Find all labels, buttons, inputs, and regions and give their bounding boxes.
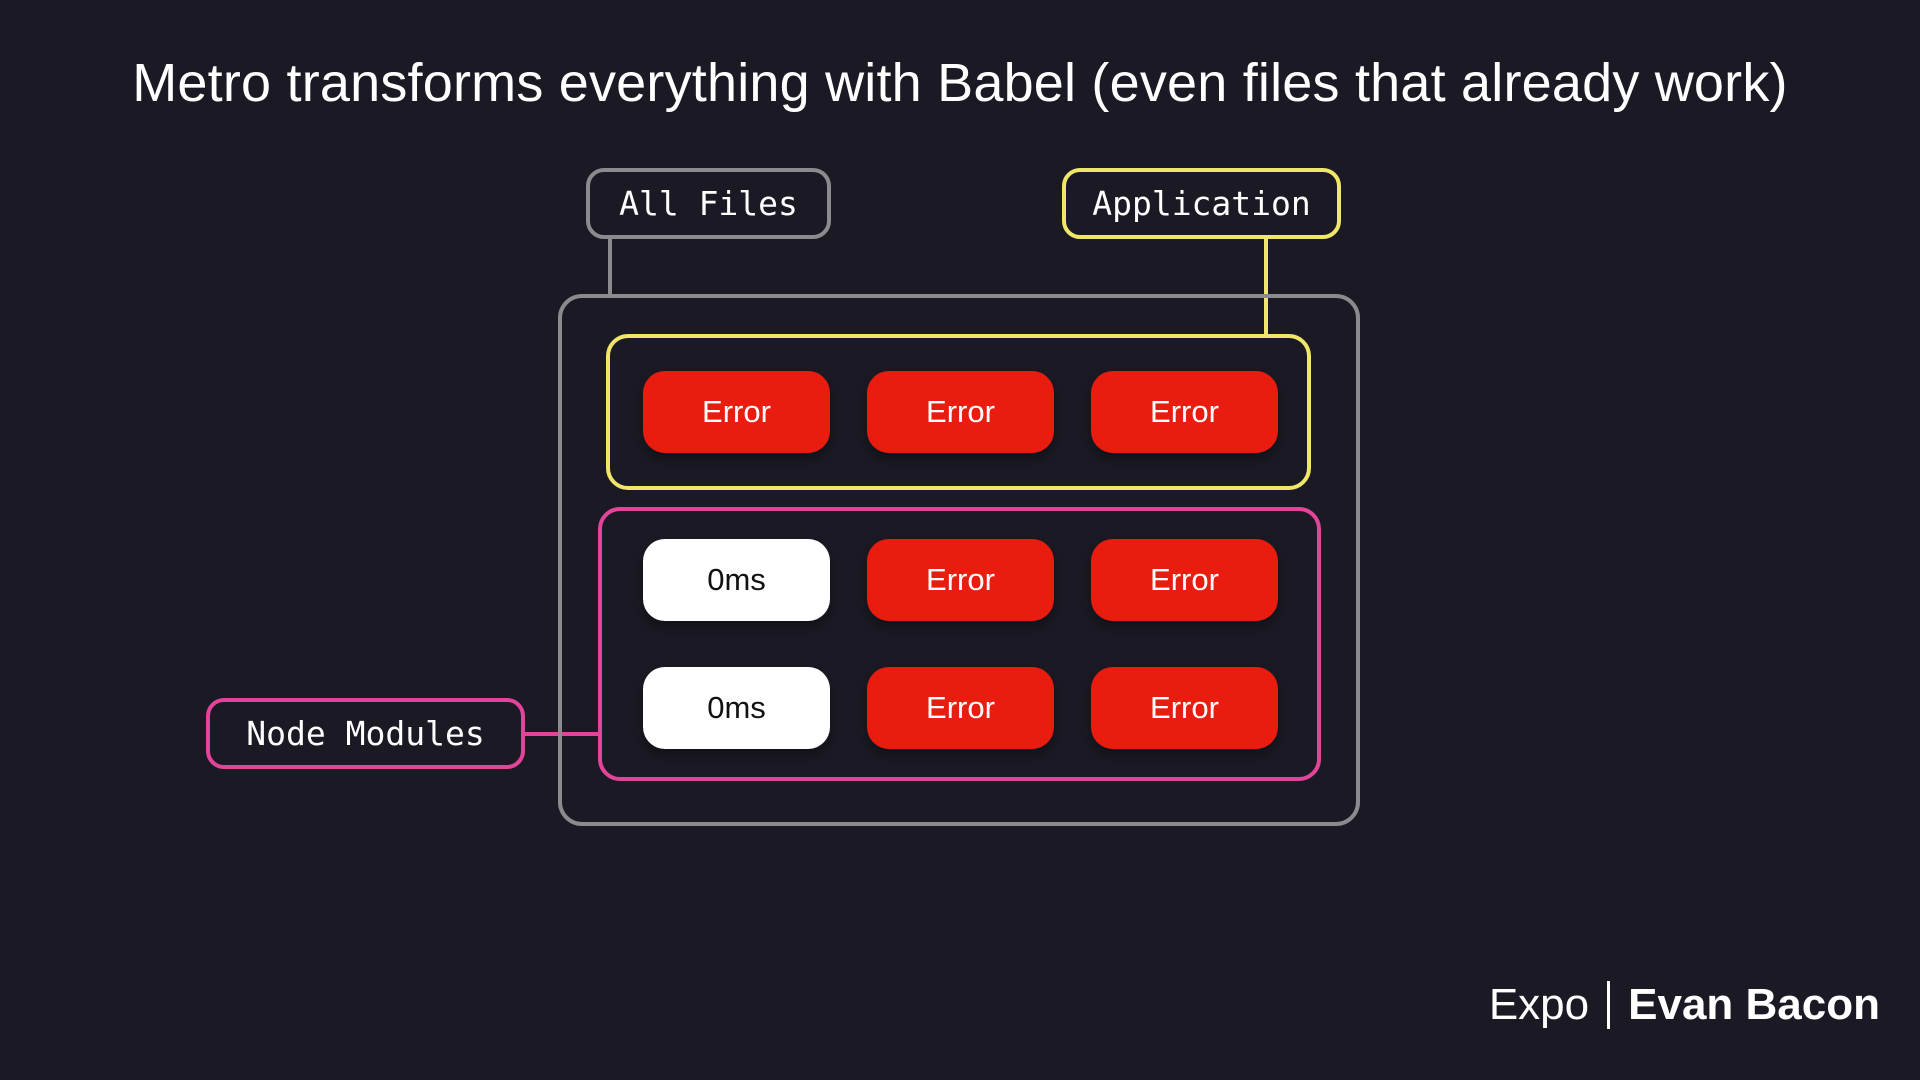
slide-title: Metro transforms everything with Babel (… [132, 53, 1788, 113]
node-modules-container [598, 507, 1321, 781]
node-modules-tile-2-3: Error [1091, 667, 1278, 749]
node-modules-tile-1-2: Error [867, 539, 1054, 621]
footer-credit: Expo Evan Bacon [1489, 980, 1880, 1030]
node-modules-tile-2-2: Error [867, 667, 1054, 749]
all-files-label: All Files [586, 168, 831, 239]
footer-author: Evan Bacon [1628, 980, 1880, 1029]
application-tile-3: Error [1091, 371, 1278, 453]
application-tile-2: Error [867, 371, 1054, 453]
all-files-container [558, 294, 1360, 826]
application-label: Application [1062, 168, 1341, 239]
application-connector [1264, 238, 1268, 335]
footer-divider [1607, 981, 1611, 1029]
application-tile-1: Error [643, 371, 830, 453]
all-files-connector [608, 238, 612, 296]
footer-org: Expo [1488, 980, 1590, 1029]
node-modules-tile-2-1: 0ms [643, 667, 830, 749]
node-modules-tile-1-1: 0ms [643, 539, 830, 621]
application-container [606, 334, 1311, 490]
node-modules-label: Node Modules [206, 698, 525, 769]
node-modules-tile-1-3: Error [1091, 539, 1278, 621]
node-modules-connector [524, 732, 600, 736]
